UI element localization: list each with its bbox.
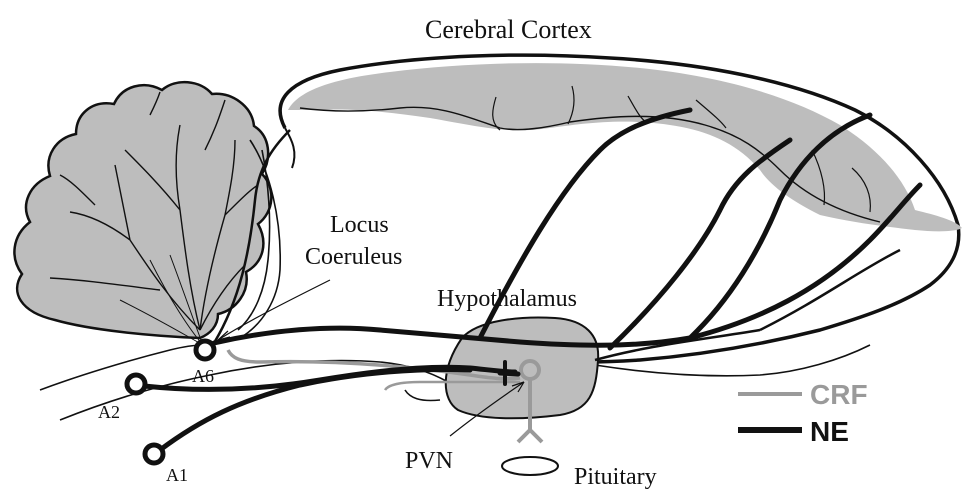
a6-label: A6 (192, 366, 214, 386)
a2-label: A2 (98, 402, 120, 422)
pituitary (502, 457, 558, 475)
a6-cell-body (196, 341, 214, 359)
cerebellum-outline (14, 82, 271, 338)
hypothalamus-label: Hypothalamus (437, 286, 577, 312)
cortex-gray-matter (288, 63, 962, 231)
legend: CRF NE (738, 379, 868, 447)
pituitary-label: Pituitary (574, 464, 657, 490)
a1-cell-body (145, 445, 163, 463)
locus-coeruleus-label-line1: Locus (330, 212, 389, 238)
legend-crf-label: CRF (810, 379, 868, 410)
a1-label: A1 (166, 465, 188, 485)
cortex-label: Cerebral Cortex (425, 15, 592, 44)
locus-coeruleus-label-line2: Coeruleus (305, 244, 402, 270)
pvn-label: PVN (405, 448, 453, 474)
cerebral-cortex (280, 55, 962, 362)
legend-ne-label: NE (810, 416, 849, 447)
a2-cell-body (127, 375, 145, 393)
